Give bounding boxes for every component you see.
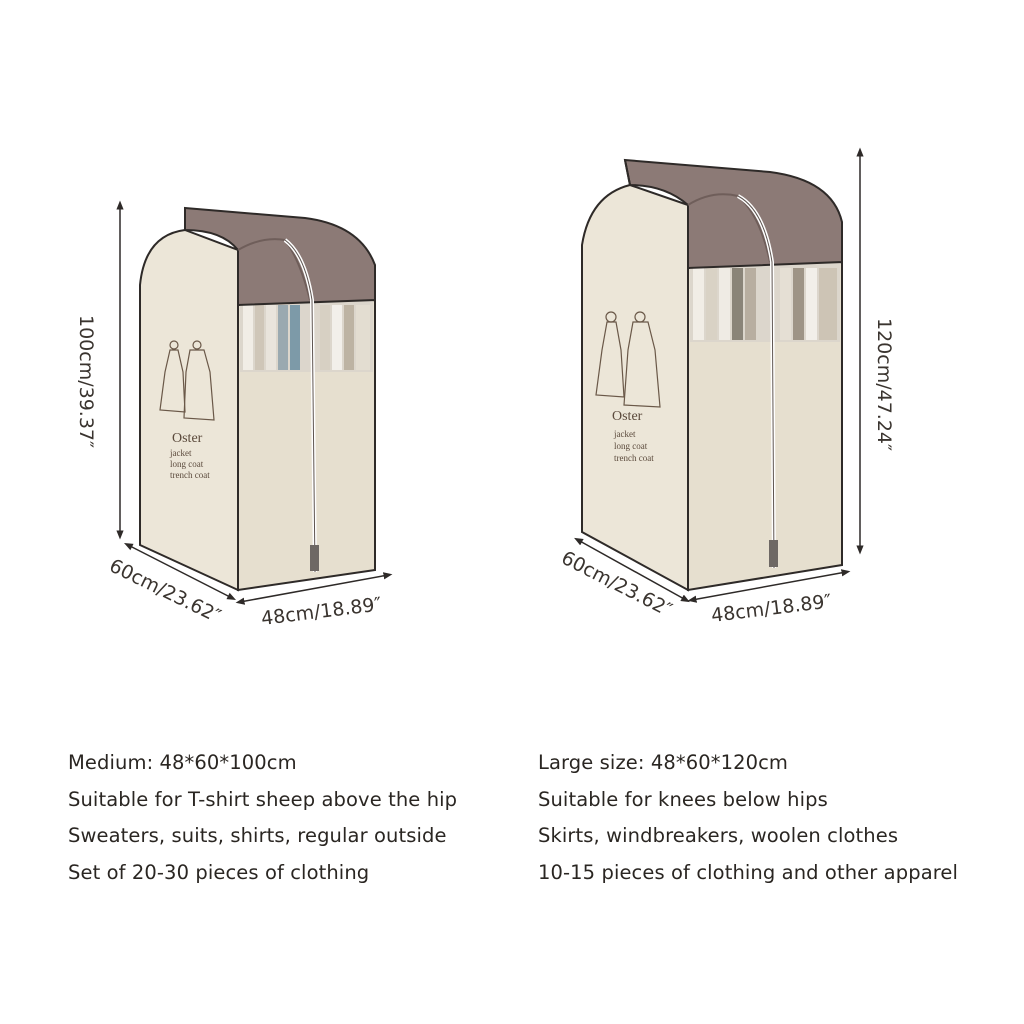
- large-garment-bag: Oster jacket long coat trench coat: [581, 158, 843, 592]
- medium-side-panel: [139, 228, 239, 592]
- large-width-arrow: [687, 569, 851, 603]
- medium-print-brand: Oster: [172, 431, 203, 446]
- large-spec-list: Large size: 48*60*120cm Suitable for kne…: [538, 745, 998, 891]
- medium-depth-arrow: [123, 542, 237, 601]
- large-top-cover: [623, 158, 843, 270]
- medium-spec-line: Set of 20-30 pieces of clothing: [68, 860, 370, 884]
- large-height-label: 120cm/47.24″: [873, 318, 895, 451]
- medium-spec-list: Medium: 48*60*100cm Suitable for T-shirt…: [68, 745, 528, 891]
- medium-width-label: 48cm/18.89″: [260, 593, 383, 630]
- large-spec-line: 10-15 pieces of clothing and other appar…: [538, 860, 959, 884]
- medium-print-line-3: trench coat: [170, 470, 210, 480]
- large-print-line-2: long coat: [614, 441, 648, 451]
- medium-spec-line: Sweaters, suits, shirts, regular outside: [68, 824, 447, 847]
- large-depth-arrow: [574, 537, 690, 603]
- medium-garment-bag: Oster jacket long coat trench coat: [139, 206, 376, 592]
- large-clothes-window: [690, 262, 840, 342]
- large-coat-print: [595, 311, 661, 408]
- large-side-panel: [581, 183, 689, 592]
- medium-width-arrow: [235, 572, 393, 605]
- medium-height-label: 100cm/39.37″: [75, 315, 97, 448]
- large-width-label: 48cm/18.89″: [710, 590, 833, 627]
- medium-print-line-1: jacket: [169, 448, 192, 458]
- product-illustration: Oster jacket long coat trench coat 100cm…: [75, 147, 895, 630]
- large-spec-line: Suitable for knees below hips: [538, 787, 828, 811]
- large-spec-line: Skirts, windbreakers, woolen clothes: [538, 824, 899, 847]
- large-print-brand: Oster: [612, 409, 643, 424]
- large-print-line-1: jacket: [613, 429, 636, 439]
- medium-top-cover: [184, 206, 376, 307]
- medium-coat-print: [159, 340, 215, 421]
- large-print-line-3: trench coat: [614, 453, 654, 463]
- medium-clothes-window: [240, 300, 373, 372]
- medium-print-line-2: long coat: [170, 459, 204, 469]
- large-spec-line: Large size: 48*60*120cm: [538, 751, 789, 774]
- medium-spec-line: Medium: 48*60*100cm: [68, 751, 297, 774]
- medium-spec-line: Suitable for T-shirt sheep above the hip: [68, 787, 458, 811]
